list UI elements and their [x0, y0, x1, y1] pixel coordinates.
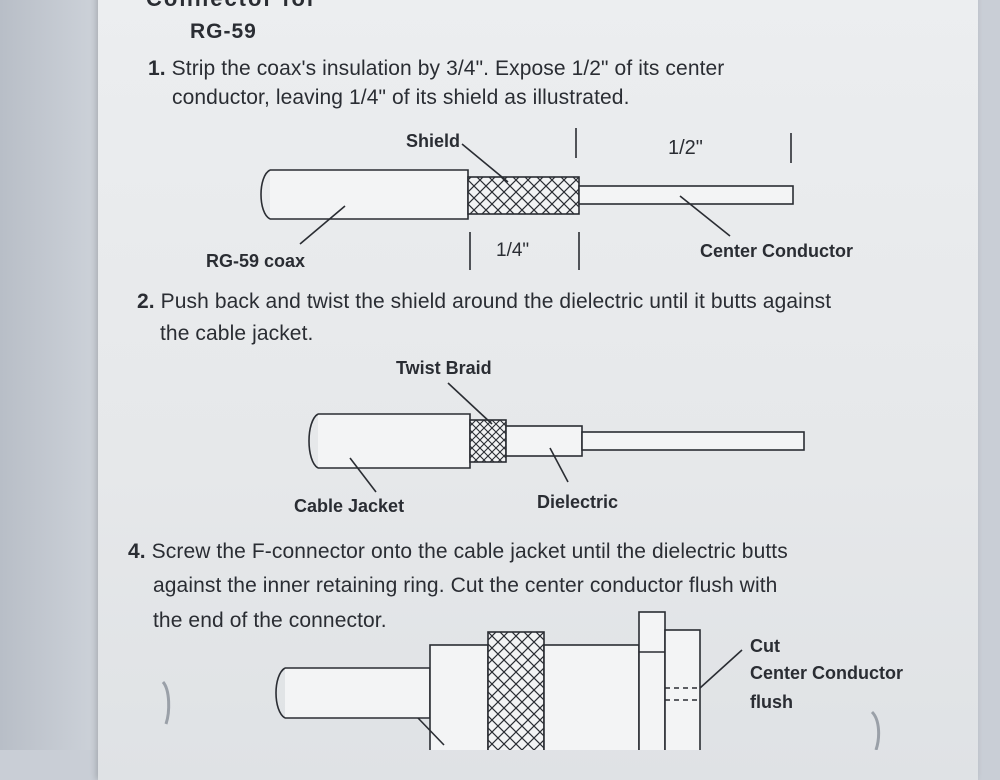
dielectric-label: Dielectric — [537, 492, 619, 512]
staple-right — [870, 710, 881, 750]
background-surface — [0, 0, 98, 750]
step2-line2: the cable jacket. — [160, 322, 314, 345]
step1-number: 1. — [148, 57, 166, 80]
step4-line3: the end of the connector. — [153, 609, 387, 632]
shield-label: Shield — [406, 131, 461, 151]
half-inch-label: 1/2" — [668, 137, 703, 159]
step2-text: 2. Push back and twist the shield around… — [137, 290, 831, 314]
cut-label-line1: Cut — [750, 636, 780, 656]
step1-text: 1. Strip the coax's insulation by 3/4". … — [148, 57, 724, 81]
figure2-leaders — [349, 382, 569, 493]
figure1-cable — [260, 169, 794, 220]
step4-line1: Screw the F-connector onto the cable jac… — [151, 540, 788, 563]
cut-label-line2: Center Conductor — [750, 663, 903, 683]
step1-line2: conductor, leaving 1/4" of its shield as… — [172, 86, 630, 109]
quarter-inch-label: 1/4" — [496, 240, 530, 261]
step4-number: 4. — [128, 540, 146, 563]
cable-jacket-label: Cable Jacket — [294, 496, 405, 516]
step2-number: 2. — [137, 290, 155, 313]
step4-text: 4. Screw the F-connector onto the cable … — [128, 540, 788, 564]
step4-line2: against the inner retaining ring. Cut th… — [153, 574, 778, 597]
twist-braid-label: Twist Braid — [396, 358, 492, 378]
figure2-cable — [308, 413, 805, 469]
cable-diagrams — [161, 128, 881, 750]
header-subtitle: RG-59 — [190, 20, 257, 43]
header-title: Connector for — [146, 0, 317, 12]
coax-label: RG-59 coax — [206, 251, 306, 271]
center-conductor-label: Center Conductor — [700, 241, 853, 261]
figure4-connector — [275, 611, 743, 750]
staple-left — [161, 681, 171, 725]
cut-label-line3: flush — [750, 692, 793, 712]
step1-line1: Strip the coax's insulation by 3/4". Exp… — [171, 57, 725, 80]
figure1-leaders — [299, 128, 792, 270]
step2-line1: Push back and twist the shield around th… — [160, 290, 832, 313]
